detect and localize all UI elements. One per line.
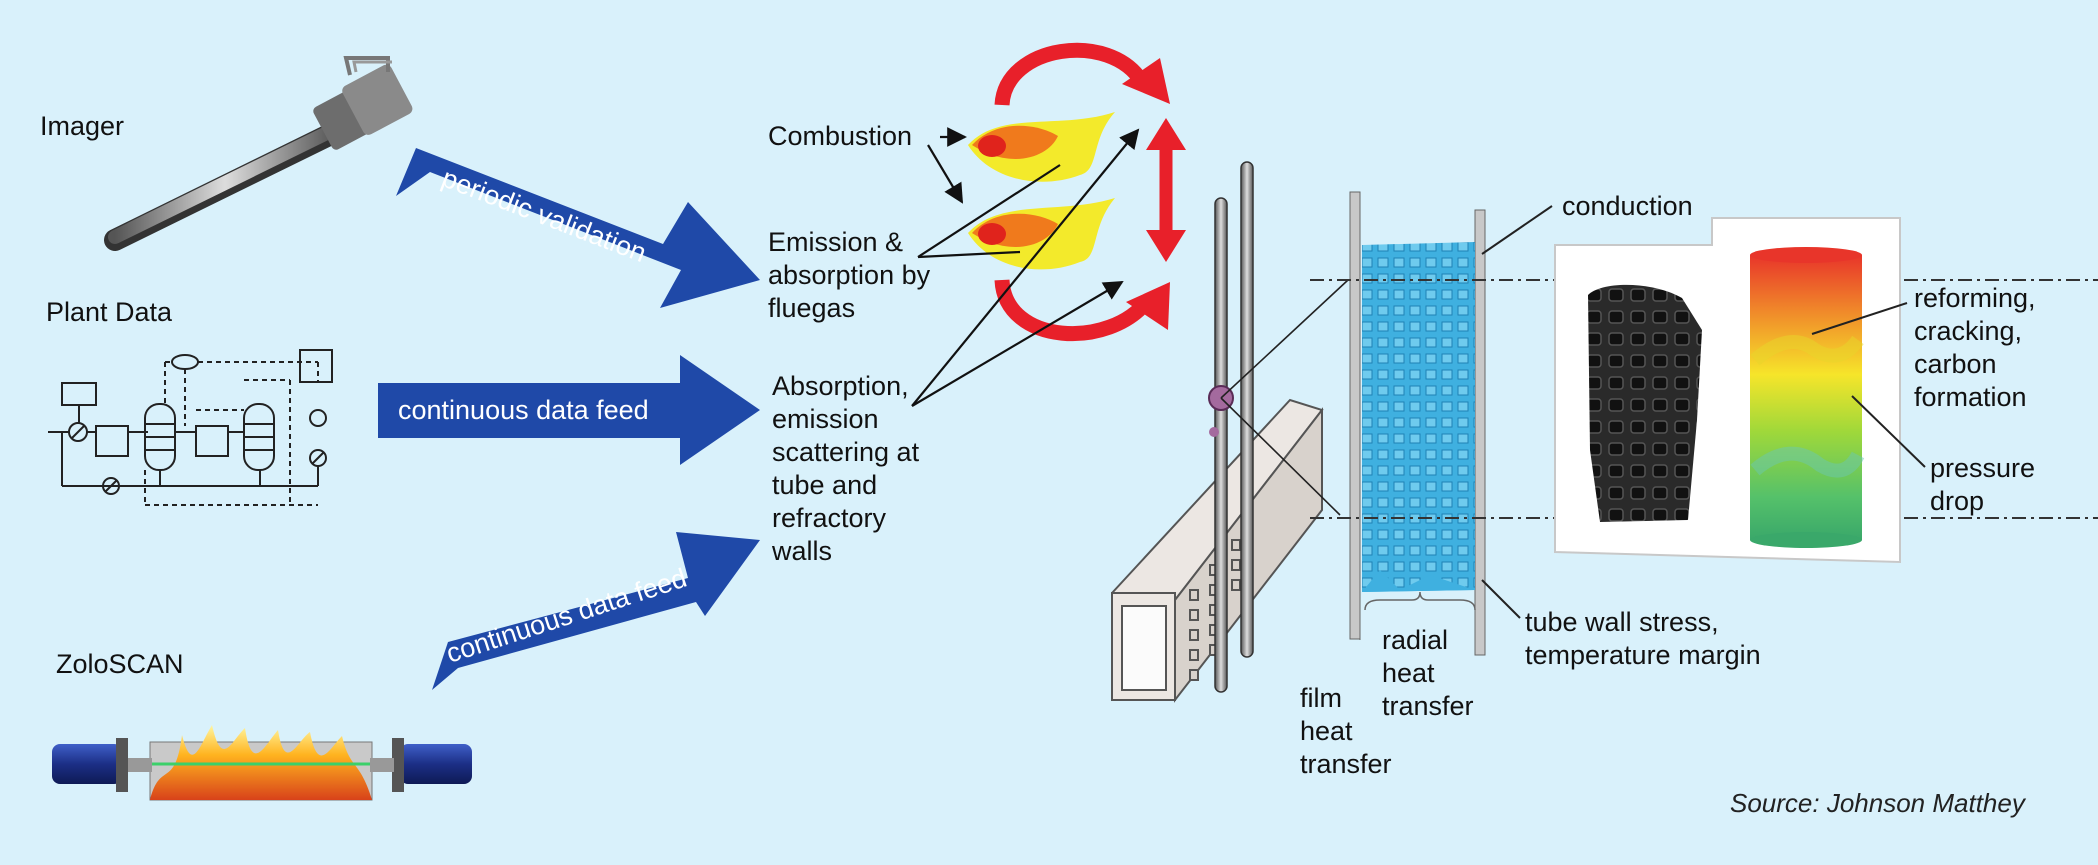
reforming-label: reforming, cracking, carbon formation (1914, 283, 2036, 412)
tube-leader-lines (1481, 205, 1553, 619)
absorption-label: Absorption, emission scattering at tube … (772, 371, 920, 566)
periodic-validation-arrow: periodic validation (396, 148, 760, 308)
reference-lines (1310, 279, 2098, 519)
tube-cross-section (1349, 191, 1486, 656)
pressure-drop-label: pressure drop (1930, 453, 2036, 516)
zoloscan-label: ZoloSCAN (56, 649, 184, 679)
reformer-tubes (1208, 161, 1349, 693)
catalyst-inset (1554, 217, 1926, 564)
radial-heat-transfer-label: radial heat transfer (1382, 625, 1474, 721)
zoloscan-device (52, 725, 472, 801)
pointer-lines (911, 127, 1140, 407)
plant-schematic (48, 349, 333, 506)
imager-label: Imager (40, 111, 125, 141)
flame-lower (968, 198, 1115, 270)
flame-upper (968, 112, 1115, 182)
continuous-feed-label-2: continuous data feed (443, 563, 691, 669)
tube-wall-stress-label: tube wall stress, temperature margin (1525, 607, 1761, 670)
imager-probe (104, 56, 413, 251)
continuous-feed-arrow-2: continuous data feed (432, 532, 760, 690)
continuous-feed-arrow-1: continuous data feed (378, 355, 760, 465)
periodic-validation-label: periodic validation (438, 163, 651, 268)
emission-label: Emission & absorption by fluegas (768, 227, 931, 323)
conduction-label: conduction (1562, 191, 1693, 221)
film-heat-transfer-label: film heat transfer (1300, 683, 1392, 779)
combustion-label: Combustion (768, 121, 913, 151)
plant-data-label: Plant Data (46, 297, 173, 327)
recirculation-arrows (994, 42, 1186, 342)
source-credit: Source: Johnson Matthey (1730, 788, 2025, 818)
continuous-feed-label-1: continuous data feed (398, 395, 649, 425)
